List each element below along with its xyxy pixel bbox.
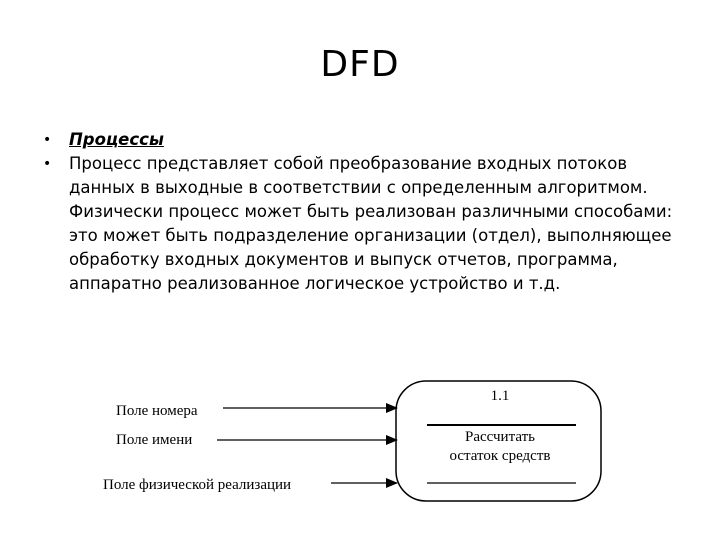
bullet-item-heading: • Процессы xyxy=(30,128,670,152)
slide-title: DFD xyxy=(320,44,400,85)
process-id: 1.1 xyxy=(490,388,510,404)
process-name-line2: остаток средств xyxy=(449,448,551,464)
description-line: Процесс представляет собой преобразовани… xyxy=(69,154,628,173)
section-heading: Процессы xyxy=(69,130,164,149)
bullet-icon: • xyxy=(43,156,52,172)
description-line: данных в выходные в соответствии с опред… xyxy=(69,178,648,197)
bullet-list: • Процессы • Процесс представляет собой … xyxy=(30,128,673,304)
input-label-number: Поле номера xyxy=(116,403,198,419)
description-line: это может быть подразделение организации… xyxy=(69,226,672,245)
description-line: обработку входных документов и выпуск от… xyxy=(69,250,618,269)
process-name-line1: Рассчитать xyxy=(465,429,535,445)
input-label-name: Поле имени xyxy=(116,432,193,448)
description-line: Физически процесс может быть реализован … xyxy=(69,202,673,221)
bullet-item-description: • Процесс представляет собой преобразова… xyxy=(30,152,673,296)
bullet-icon: • xyxy=(43,132,52,148)
input-label-physical: Поле физической реализации xyxy=(103,477,292,493)
description-line: аппаратно реализованное логическое устро… xyxy=(69,274,561,293)
